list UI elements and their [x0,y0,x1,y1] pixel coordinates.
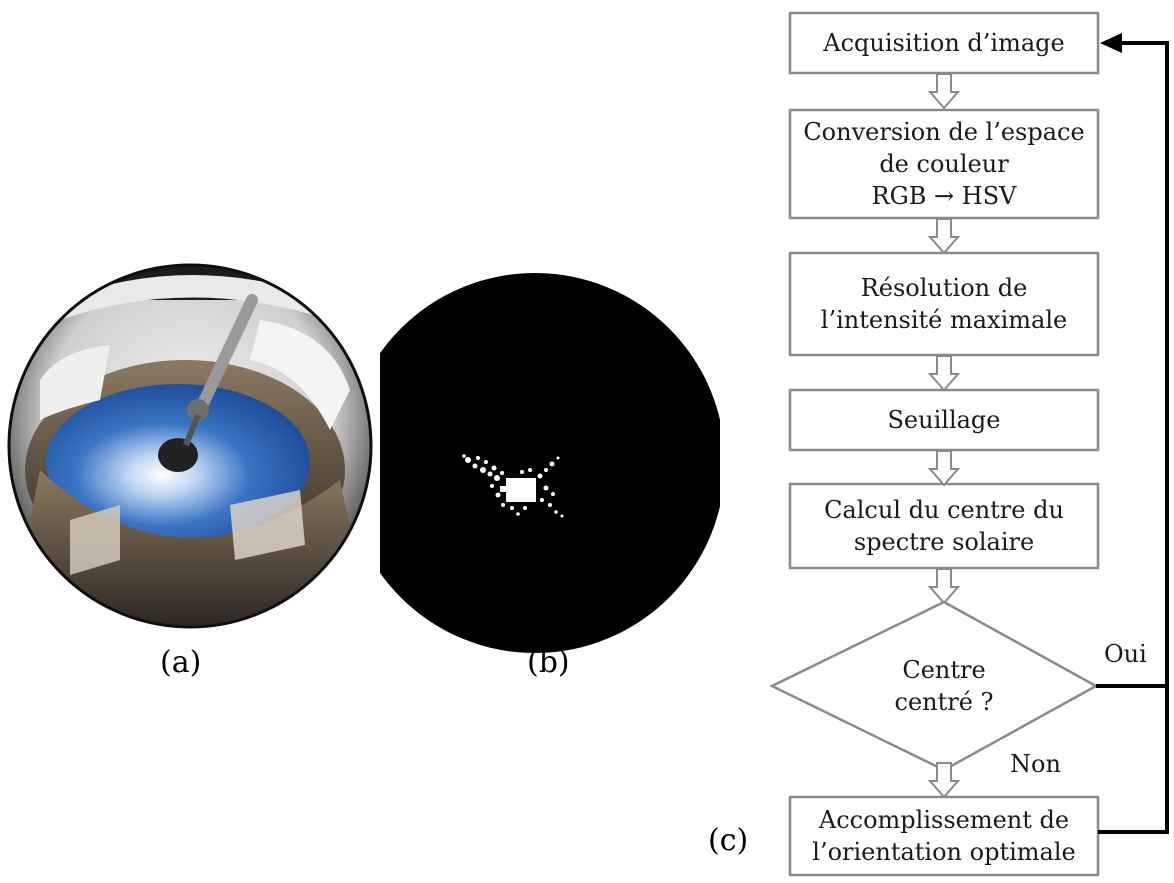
fisheye-photo-panel: (a) [0,0,380,680]
flow-step-conversion-line: RGB → HSV [872,182,1018,210]
flow-step-orientation-line: Accomplissement de [818,806,1069,834]
threshold-image [345,273,725,653]
decision-diamond [769,600,1099,772]
flow-step-conversion-line: Conversion de l’espace [803,118,1084,146]
flow-step-seuillage-line: Seuillage [887,406,1000,434]
decision-line: centré ? [895,688,994,716]
panel-b-label: (b) [527,645,570,680]
threshold-image-panel: (b) [345,0,725,680]
flow-step-conversion-box [788,108,1100,220]
arrow-5-icon [927,568,961,605]
decision-yes-label: Oui [1104,640,1147,668]
arrow-4-icon [927,450,961,487]
decision-line: Centre [902,656,985,684]
flow-step-resolution-line: l’intensité maximale [821,306,1067,334]
arrow-1-icon [927,73,961,110]
flow-step-calcul-line: Calcul du centre du [824,496,1064,524]
panel-c-label: (c) [708,823,749,858]
arrow-2-icon [927,218,961,255]
flow-step-conversion-line: de couleur [879,150,1009,178]
feedback-arrowhead-icon [1100,33,1122,53]
flow-step-acquisition-box [788,11,1100,75]
flow-step-seuillage-box [788,388,1100,452]
fisheye-photo [7,263,373,629]
flow-step-orientation-box [788,795,1100,877]
feedback-loop-line [1098,41,1169,834]
flow-step-calcul-line: spectre solaire [854,528,1034,556]
decision-no-label: Non [1010,750,1061,778]
flow-step-resolution-line: Résolution de [861,274,1028,302]
flow-step-orientation-line: l’orientation optimale [812,838,1075,866]
arrow-3-icon [927,355,961,392]
flow-step-calcul-box [788,482,1100,570]
arrow-6-icon [927,762,961,799]
flow-step-resolution-box [788,251,1100,357]
flow-step-acquisition-line: Acquisition d’image [822,29,1064,57]
panel-a-label: (a) [160,645,202,680]
